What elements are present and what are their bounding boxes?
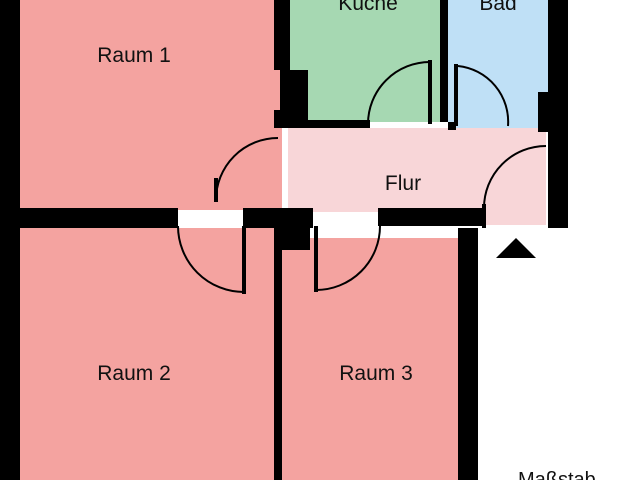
- raum2-label: Raum 2: [97, 362, 171, 385]
- room-raum2: [20, 228, 274, 480]
- room-bad: [448, 0, 548, 128]
- bad-label: Bad: [479, 0, 516, 15]
- door-raum3: [314, 225, 381, 292]
- raum3-label: Raum 3: [339, 362, 413, 385]
- door-raum2: [177, 225, 246, 294]
- room-raum1: [20, 0, 282, 210]
- door-raum1-flur: [214, 137, 279, 202]
- kueche-label: Küche: [338, 0, 398, 15]
- flur-label: Flur: [385, 172, 421, 195]
- scale-label: Maßstab: [518, 469, 596, 480]
- room-flur-entrance: [484, 140, 546, 225]
- room-raum3: [282, 238, 458, 480]
- door-entrance: [482, 145, 547, 228]
- walls: [0, 0, 568, 480]
- room-kueche: [290, 0, 440, 122]
- door-kueche: [367, 60, 432, 125]
- entrance-arrow-icon: [496, 238, 536, 258]
- door-bad: [454, 64, 510, 127]
- raum1-label: Raum 1: [97, 44, 171, 67]
